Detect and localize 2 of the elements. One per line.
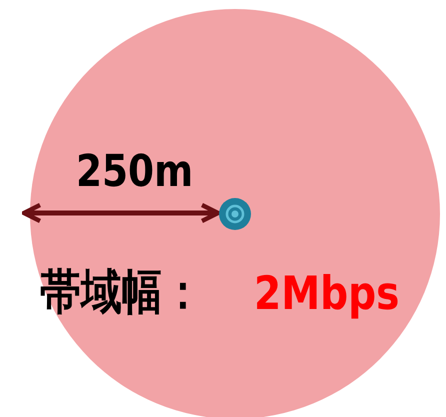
- bandwidth-label: 帯域幅：: [40, 268, 204, 316]
- dimension-label: 250m: [76, 150, 194, 194]
